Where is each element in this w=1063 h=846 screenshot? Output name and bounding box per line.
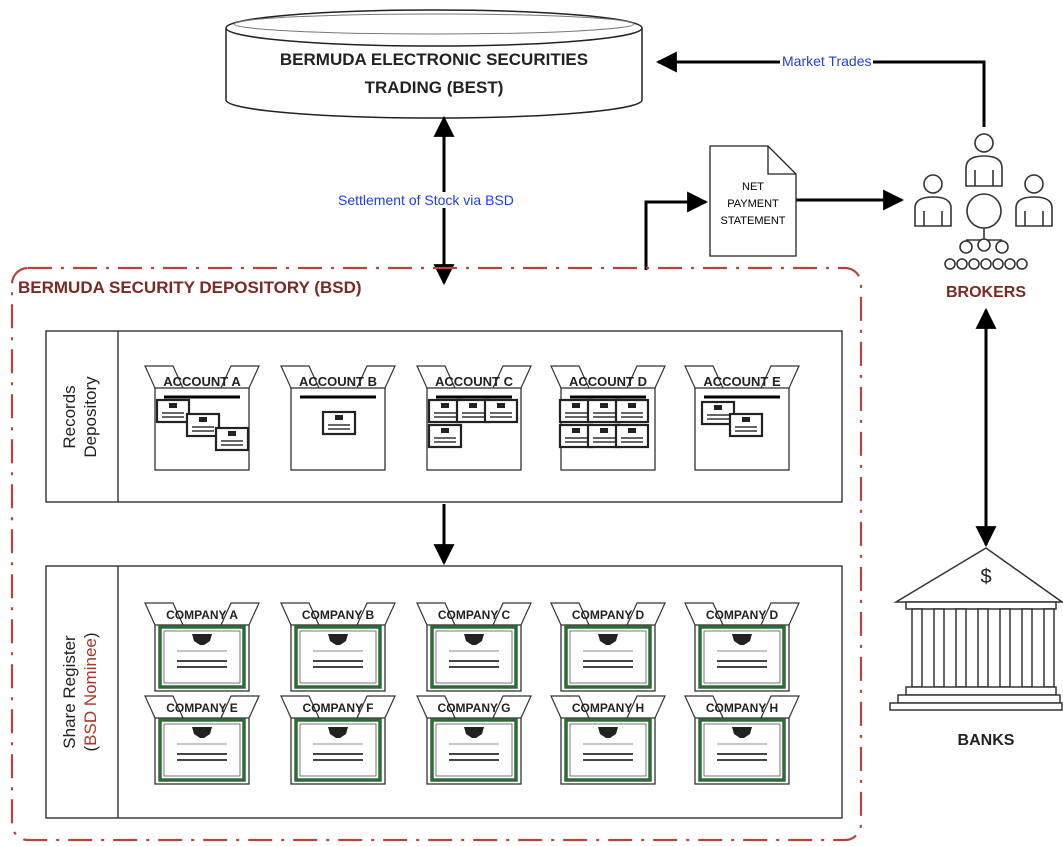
company-label: COMPANY H — [705, 701, 779, 715]
company-label: COMPANY D — [571, 608, 645, 622]
bank-icon — [889, 547, 1063, 711]
account-label: ACCOUNT C — [435, 374, 513, 389]
bsd-to-statement-arrow — [644, 191, 709, 270]
company-label: COMPANY F — [302, 701, 374, 715]
company-label: COMPANY D — [705, 608, 779, 622]
company-box-1-2 — [280, 602, 396, 692]
records-depository-label: Records Depository — [60, 376, 100, 458]
bsd-title: BERMUDA SECURITY DEPOSITORY (BSD) — [18, 278, 366, 298]
best-title-line1: BERMUDA ELECTRONIC SECURITIES — [279, 50, 589, 69]
company-label: COMPANY A — [166, 608, 238, 622]
account-box-5 — [684, 365, 800, 471]
brokers-icon — [914, 133, 1053, 270]
company-box-2-5 — [684, 695, 800, 785]
market-trades-label: Market Trades — [780, 53, 874, 69]
company-label: COMPANY G — [437, 701, 511, 715]
bsd-boundary — [10, 266, 863, 842]
best-database-cylinder — [225, 9, 643, 119]
company-box-2-4 — [550, 695, 666, 785]
bank-dollar-sign: $ — [980, 566, 992, 588]
company-box-2-3 — [416, 695, 532, 785]
account-label: ACCOUNT A — [163, 374, 241, 389]
company-box-1-3 — [416, 602, 532, 692]
statement-line1: NET — [742, 181, 764, 193]
company-label: COMPANY B — [301, 608, 375, 622]
account-label: ACCOUNT D — [569, 374, 647, 389]
settlement-label: Settlement of Stock via BSD — [336, 192, 516, 208]
company-label: COMPANY E — [166, 701, 238, 715]
account-box-1 — [144, 365, 260, 471]
company-box-1-5 — [684, 602, 800, 692]
account-box-3 — [416, 365, 532, 471]
company-box-1-4 — [550, 602, 666, 692]
net-payment-statement-document — [709, 145, 797, 257]
statement-line3: STATEMENT — [720, 215, 786, 227]
brokers-label: BROKERS — [945, 284, 1026, 301]
account-label: ACCOUNT B — [299, 374, 377, 389]
market-trades-arrow — [655, 51, 986, 127]
company-box-2-1 — [144, 695, 260, 785]
statement-line2: PAYMENT — [727, 198, 779, 210]
banks-label: BANKS — [957, 732, 1015, 749]
company-box-2-2 — [280, 695, 396, 785]
company-label: COMPANY C — [437, 608, 511, 622]
best-title-line2: TRADING (BEST) — [364, 78, 504, 97]
account-label: ACCOUNT E — [703, 374, 781, 389]
account-box-4 — [550, 365, 666, 471]
company-box-1-1 — [144, 602, 260, 692]
account-box-2 — [280, 365, 396, 471]
company-label: COMPANY H — [571, 701, 645, 715]
share-register-label: Share Register (BSD Nominee) — [60, 632, 100, 752]
